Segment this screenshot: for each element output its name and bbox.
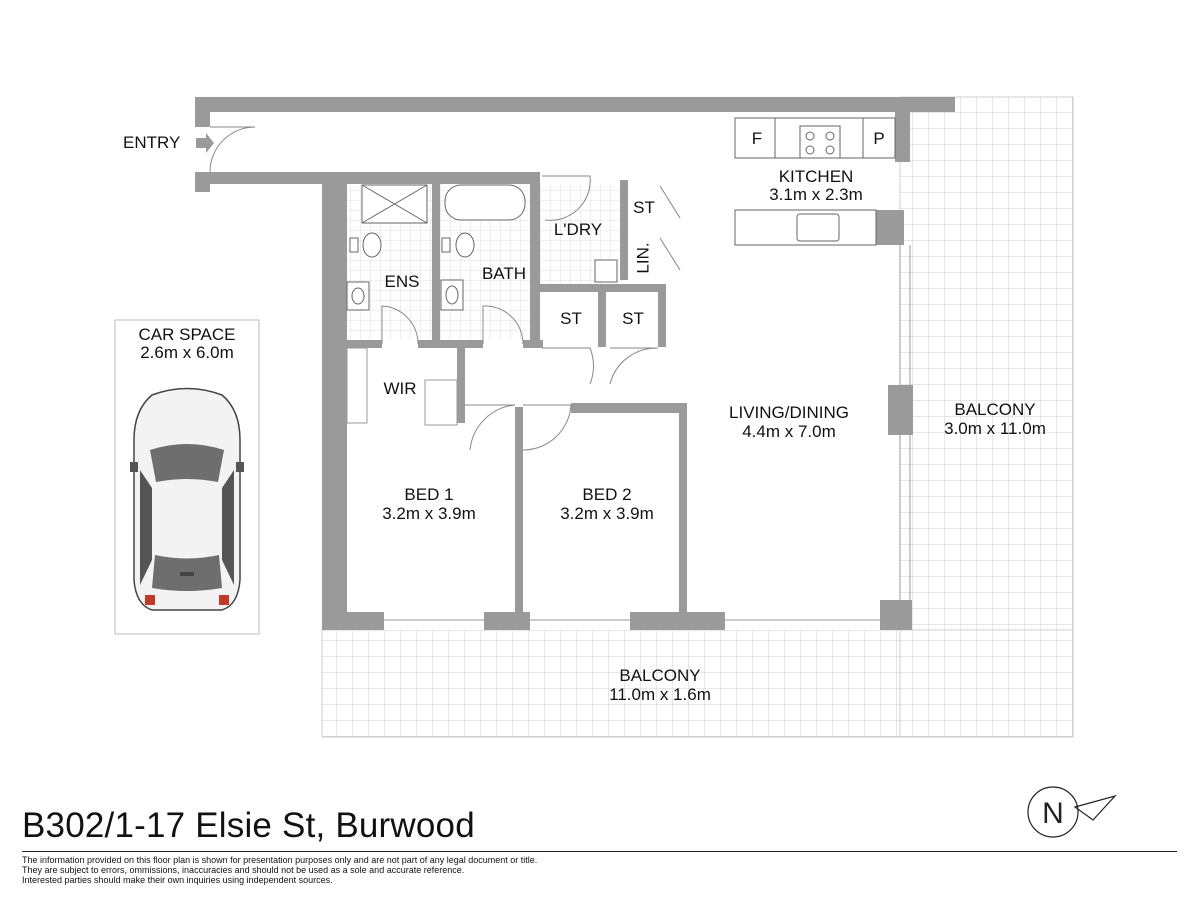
door-swings bbox=[209, 126, 681, 451]
balcony-east-label: BALCONY bbox=[954, 400, 1035, 419]
living-label: LIVING/DINING bbox=[729, 403, 849, 422]
disclaimer-line: They are subject to errors, ommissions, … bbox=[22, 865, 465, 875]
fridge-label: F bbox=[752, 129, 762, 148]
bath-label: BATH bbox=[482, 264, 526, 283]
window-lines bbox=[384, 245, 911, 621]
storage-a-label: ST bbox=[560, 309, 582, 328]
bed1-size: 3.2m x 3.9m bbox=[382, 504, 476, 523]
walls bbox=[195, 97, 955, 630]
laundry-label: L'DRY bbox=[554, 220, 602, 239]
wir-shelves bbox=[346, 347, 458, 426]
kitchen-fixtures bbox=[734, 117, 896, 246]
pantry-label: P bbox=[873, 129, 884, 148]
footer-divider bbox=[22, 851, 1177, 852]
kitchen-size: 3.1m x 2.3m bbox=[769, 185, 863, 204]
car-space bbox=[114, 319, 260, 635]
floor-plan: ENTRY CAR SPACE 2.6m x 6.0m F P KITCHEN … bbox=[114, 96, 1117, 838]
entry-label: ENTRY bbox=[123, 133, 180, 152]
entry-arrow-icon bbox=[196, 133, 214, 153]
linen-label: LIN. bbox=[633, 242, 652, 273]
car-space-size: 2.6m x 6.0m bbox=[140, 343, 234, 362]
disclaimer-line: The information provided on this floor p… bbox=[22, 855, 538, 865]
bed1-label: BED 1 bbox=[404, 485, 453, 504]
bathroom-fixtures bbox=[346, 184, 618, 311]
compass-north-label: N bbox=[1042, 797, 1064, 830]
storage-top-label: ST bbox=[633, 198, 655, 217]
storage-b-label: ST bbox=[622, 309, 644, 328]
balcony-east-size: 3.0m x 11.0m bbox=[944, 419, 1046, 438]
wir-label: WIR bbox=[383, 379, 416, 398]
disclaimer-line: Interested parties should make their own… bbox=[22, 875, 333, 885]
living-size: 4.4m x 7.0m bbox=[742, 422, 836, 441]
property-address: B302/1-17 Elsie St, Burwood bbox=[22, 806, 475, 845]
bed2-size: 3.2m x 3.9m bbox=[560, 504, 654, 523]
ensuite-label: ENS bbox=[385, 272, 420, 291]
car-space-label: CAR SPACE bbox=[139, 325, 236, 344]
compass-icon bbox=[1027, 786, 1117, 838]
disclaimer: The information provided on this floor p… bbox=[22, 855, 537, 885]
balcony-south-area bbox=[321, 629, 1074, 738]
balcony-south-size: 11.0m x 1.6m bbox=[609, 685, 711, 704]
car-icon bbox=[130, 387, 244, 611]
kitchen-label: KITCHEN bbox=[779, 167, 854, 186]
balcony-south-label: BALCONY bbox=[619, 666, 700, 685]
bed2-label: BED 2 bbox=[582, 485, 631, 504]
